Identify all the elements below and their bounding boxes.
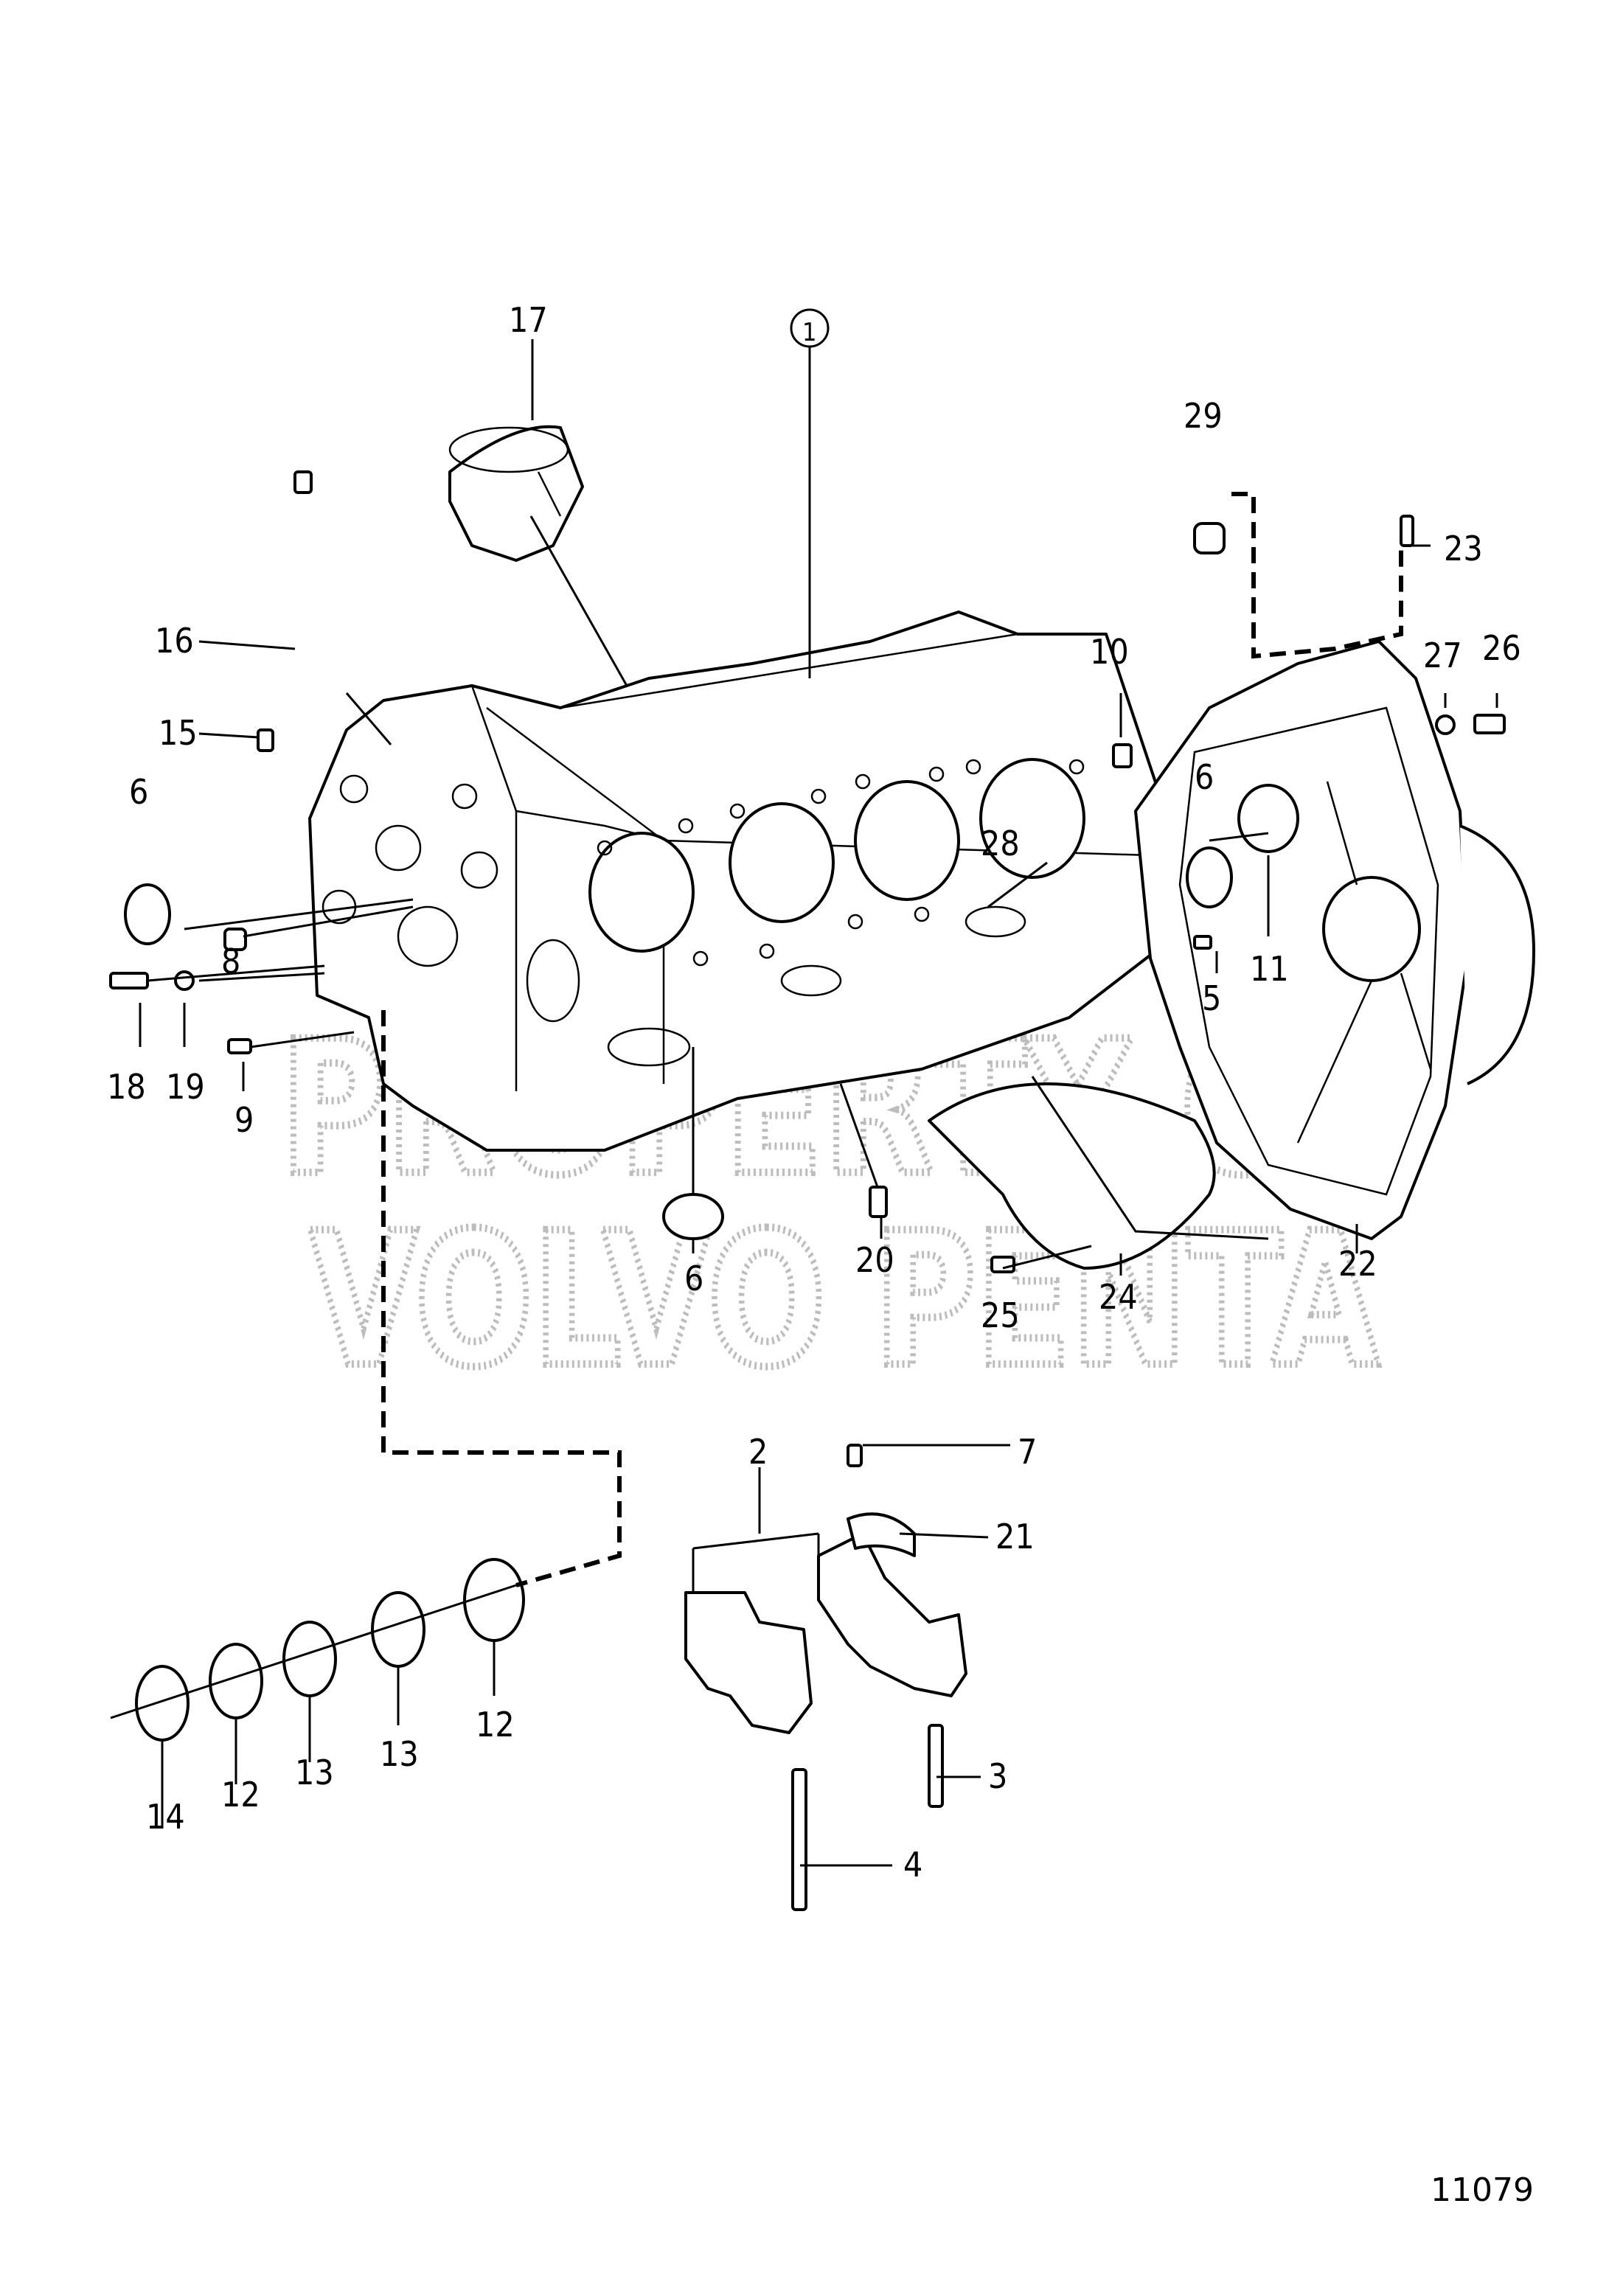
engine-block [308, 610, 1181, 1152]
callout-22: 22 [1338, 1244, 1377, 1284]
callout-25: 25 [981, 1295, 1020, 1335]
callout-6-left: 6 [129, 772, 148, 812]
watermark-line-2: VOLVO PENTA [310, 1193, 1379, 1408]
callout-6-bottom: 6 [684, 1259, 703, 1298]
callout-5: 5 [1202, 978, 1221, 1018]
callout-14: 14 [146, 1797, 185, 1837]
callout-12-right: 12 [476, 1705, 515, 1744]
callout-19: 19 [166, 1067, 205, 1107]
small-parts [109, 470, 1506, 1911]
callout-4: 4 [903, 1845, 922, 1885]
callout-10: 10 [1090, 632, 1129, 672]
dashed-assembly-lines [381, 492, 1403, 1587]
callout-2: 2 [748, 1432, 768, 1472]
callout-13-left: 13 [295, 1753, 334, 1792]
flywheel-housing [1134, 640, 1535, 1240]
callout-28: 28 [981, 824, 1020, 863]
callout-24: 24 [1099, 1277, 1138, 1317]
callout-3: 3 [988, 1756, 1007, 1796]
callout-13-right: 13 [380, 1734, 419, 1774]
callout-27: 27 [1423, 636, 1462, 675]
callout-15: 15 [159, 713, 198, 753]
callout-26: 26 [1482, 628, 1521, 668]
callout-21: 21 [995, 1517, 1035, 1556]
cover-plate [928, 1082, 1216, 1270]
callout-12-left: 12 [221, 1775, 260, 1815]
document-number: 11079 [1431, 2171, 1534, 2209]
callout-1: 1 [802, 318, 816, 347]
callout-20: 20 [855, 1240, 894, 1280]
callout-6-right: 6 [1195, 757, 1214, 797]
callout-9: 9 [234, 1100, 254, 1140]
callout-16: 16 [155, 621, 194, 661]
callout-8: 8 [221, 942, 240, 981]
cap-part-17 [448, 425, 584, 562]
callout-29: 29 [1184, 396, 1223, 436]
callout-labels: 1 17 29 23 16 10 27 26 15 6 6 28 8 11 5 … [107, 300, 1521, 1885]
callout-23: 23 [1444, 529, 1483, 568]
callout-17: 17 [509, 300, 548, 340]
main-bearing-caps [684, 1512, 967, 1734]
bushing-row [135, 1558, 525, 1742]
leader-lines [110, 339, 1498, 1867]
callout-11: 11 [1250, 949, 1289, 989]
callout-7: 7 [1018, 1432, 1037, 1472]
callout-18: 18 [107, 1067, 146, 1107]
callout-1-circle [790, 308, 830, 348]
